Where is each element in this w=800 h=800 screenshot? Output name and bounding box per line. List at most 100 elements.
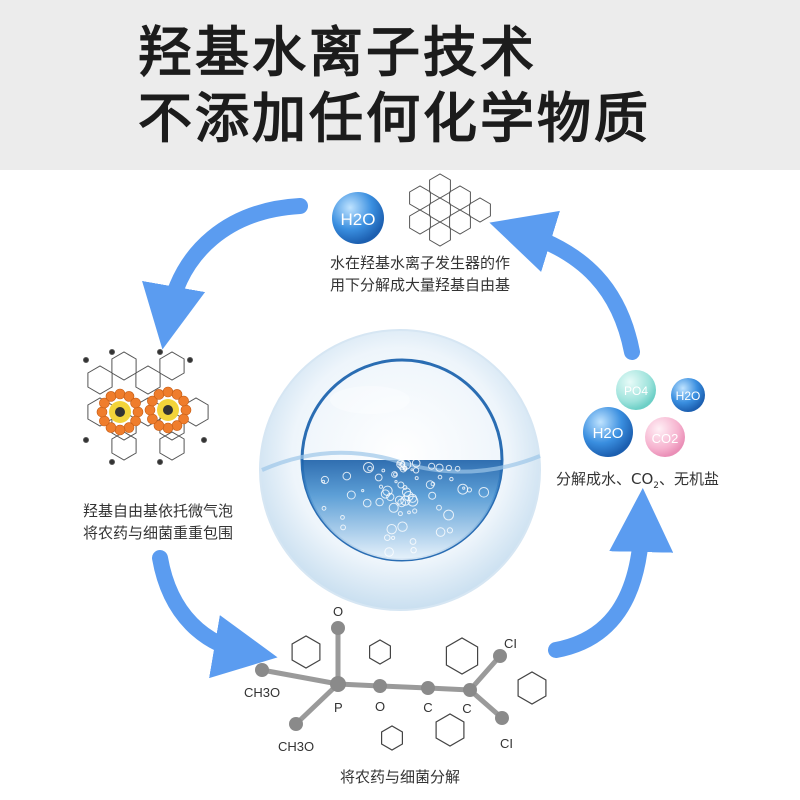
- h2o-large-bubble-label: H2O: [593, 425, 624, 442]
- caption-result-sub: 2: [653, 481, 660, 491]
- water-bubble: [397, 498, 407, 508]
- poison-bubble: [147, 395, 158, 407]
- label-cl-bottom: CI: [500, 736, 513, 751]
- label-cl-top: CI: [504, 636, 517, 651]
- caption-result-suffix: 、无机盐: [659, 470, 720, 488]
- label-o-top: O: [333, 604, 343, 619]
- lattice-node: [201, 437, 207, 443]
- water-bubble: [321, 479, 326, 484]
- label-o-mid: O: [375, 699, 385, 714]
- water-bubble: [435, 527, 446, 537]
- benzene-ring-icons: [291, 635, 547, 751]
- water-bubble: [346, 490, 356, 500]
- lattice-node: [187, 357, 193, 363]
- water-bubble: [384, 534, 391, 542]
- atom-ch3o-left: [255, 663, 269, 677]
- flow-arrows: [142, 198, 674, 679]
- caption-generate: 水在羟基水离子发生器的作 用下分解成大量羟基自由基: [300, 252, 540, 296]
- arrow-top-right: [489, 210, 640, 360]
- caption-wrap-line-2: 将农药与细菌重重包围: [82, 524, 233, 542]
- water-bubble: [399, 465, 407, 473]
- poison-bubble: [178, 395, 189, 407]
- poison-bubble: [171, 420, 183, 431]
- lattice-top-hex: [409, 185, 431, 211]
- poison-bubble: [180, 404, 192, 416]
- lattice-top-icon: [409, 173, 491, 247]
- label-ch3o-left: CH3O: [244, 685, 280, 700]
- sphere-bubbles: [320, 458, 490, 557]
- caption-wrap-line-1: 羟基自由基依托微气泡: [82, 502, 233, 520]
- lattice-left-hex: [159, 431, 185, 461]
- poison-bubble: [153, 420, 165, 431]
- h2o-small-bubble-icon: [671, 378, 705, 412]
- po4-bubble-icon: [616, 370, 656, 410]
- water-bubble: [394, 480, 398, 484]
- water-bubble: [446, 527, 453, 534]
- water-bubble: [380, 489, 390, 499]
- poison-bubble: [99, 415, 110, 427]
- atom-c2: [463, 683, 477, 697]
- lattice-node: [109, 459, 115, 465]
- label-p: P: [334, 700, 343, 715]
- water-bubble: [412, 467, 420, 474]
- atom-p: [330, 676, 346, 692]
- poison-bubble: [99, 397, 110, 409]
- water-bubble: [397, 511, 403, 517]
- poison-bubble: [144, 404, 156, 416]
- water-sphere: [259, 329, 541, 611]
- benzene-ring-icon: [517, 671, 547, 705]
- water-bubble: [320, 475, 329, 485]
- water-bubble: [402, 485, 408, 490]
- caption-decompose: 将农药与细菌分解: [339, 768, 460, 786]
- lattice-top-hex: [449, 209, 471, 235]
- water-bubble: [428, 491, 437, 500]
- water-bubble: [411, 458, 421, 468]
- lattice-left-hex: [159, 351, 185, 381]
- water-bubble: [367, 465, 373, 472]
- poison-bubble: [114, 424, 126, 436]
- label-c2: C: [462, 701, 471, 716]
- label-c1: C: [423, 700, 432, 715]
- atom-o-mid: [373, 679, 387, 693]
- water-bubble: [410, 547, 417, 554]
- water-bubble: [375, 497, 384, 507]
- caption-wrap: 羟基自由基依托微气泡 将农药与细菌重重包围: [58, 500, 258, 544]
- water-bubble: [381, 468, 386, 473]
- caption-result: 分解成水、CO2、无机盐: [556, 468, 776, 497]
- poison-bubble: [130, 415, 141, 427]
- header-banner: [0, 0, 800, 170]
- water-bubble: [340, 524, 347, 531]
- step-decompose-graphic: O CH3O CH3O P O C C CI CI: [244, 604, 547, 754]
- step-result-graphic: PO4 H2O H2O CO2: [583, 370, 705, 457]
- atom-o-top: [331, 621, 345, 635]
- water-bubble: [407, 510, 411, 515]
- benzene-ring-icon: [445, 637, 479, 675]
- step-generate-graphic: H2O: [332, 173, 491, 247]
- title-line-1: 羟基水离子技术: [138, 21, 537, 84]
- lattice-top-hex: [429, 197, 451, 223]
- h2o-small-bubble-label: H2O: [676, 389, 701, 403]
- caption-result-prefix: 分解成水、CO: [556, 470, 654, 488]
- poison-bubble: [153, 389, 165, 400]
- water-bubble: [391, 471, 398, 478]
- lattice-left-hex: [111, 431, 137, 461]
- poison-bubble: [132, 406, 144, 418]
- poison-bubble: [105, 422, 117, 433]
- benzene-ring-icon: [291, 635, 321, 669]
- benzene-ring-icon: [435, 713, 465, 747]
- water-bubble: [454, 465, 461, 472]
- water-bubble: [400, 495, 411, 506]
- arrow-bottom-right: [548, 488, 674, 658]
- lattice-top-hex: [469, 197, 491, 223]
- po4-bubble-label: PO4: [624, 384, 648, 398]
- h2o-bubble-icon: [332, 192, 384, 244]
- molecule-atoms: [255, 621, 509, 731]
- h2o-bubble-label: H2O: [341, 210, 376, 229]
- water-bubble: [393, 472, 398, 477]
- water-bubble: [342, 471, 352, 481]
- water-bubble: [391, 535, 396, 541]
- water-bubble: [412, 508, 418, 514]
- water-bubble: [428, 462, 436, 470]
- poison-bubble: [130, 397, 141, 409]
